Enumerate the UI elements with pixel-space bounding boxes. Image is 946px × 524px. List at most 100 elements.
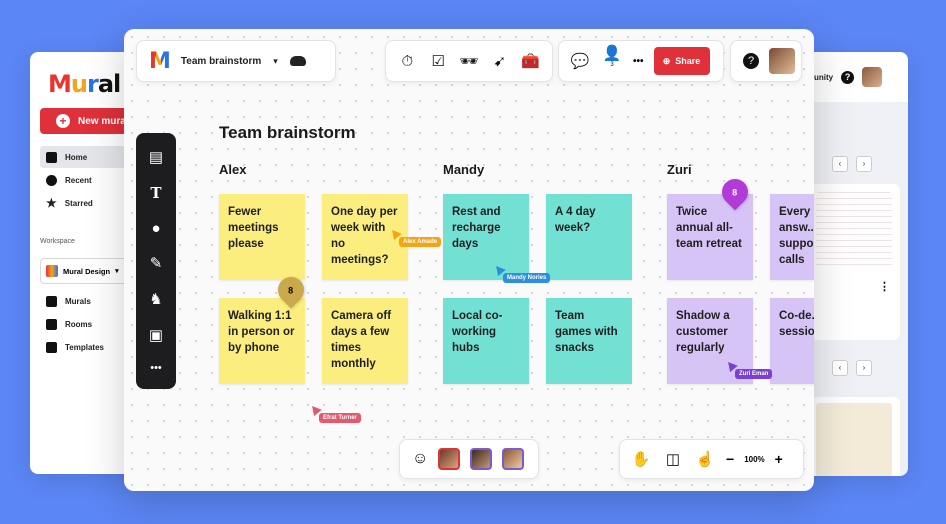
- sticky-note[interactable]: Camera off days a few times monthly: [322, 298, 408, 384]
- sticky-note[interactable]: Co-de... sessio...: [770, 298, 814, 384]
- workspace-select[interactable]: Mural Design ▾: [40, 258, 135, 284]
- sidebar-item-recent[interactable]: Recent: [40, 169, 138, 191]
- collaborator-cursor: Mandy Nories: [492, 262, 551, 283]
- sticky-note[interactable]: Twice annual all-team retreat: [667, 194, 753, 280]
- avatar[interactable]: [862, 67, 883, 87]
- column-header-zuri: Zuri: [667, 162, 692, 177]
- zoom-out-button[interactable]: −: [726, 451, 735, 467]
- board-title: Team brainstorm: [219, 123, 356, 142]
- sidebar-item-home[interactable]: Home: [40, 146, 138, 168]
- sidebar-item-label: Starred: [64, 198, 93, 208]
- vote-count: 8: [288, 285, 294, 296]
- avatar[interactable]: [438, 448, 461, 470]
- sidebar-item-label: Rooms: [65, 319, 93, 329]
- chevron-right-icon[interactable]: ›: [856, 156, 872, 172]
- emoji-icon[interactable]: ☺: [412, 450, 429, 467]
- workspace-label: Workspace: [40, 238, 75, 245]
- collaborator-cursor: Zuri Eman: [724, 358, 773, 379]
- community-label[interactable]: unity: [814, 72, 834, 82]
- sticky-note[interactable]: A 4 day week?: [546, 194, 632, 280]
- chevron-down-icon[interactable]: ▾: [273, 55, 278, 66]
- dashboard-window: Mural + New mural Home Recent ★Starred W…: [30, 52, 138, 474]
- chevron-down-icon: ▾: [115, 268, 119, 275]
- collaboration-bar: 💬 👤3 ••• ⊕ Share: [558, 40, 724, 82]
- sidebar-item-rooms[interactable]: Rooms: [40, 313, 138, 335]
- sidebar-item-murals[interactable]: Murals: [40, 290, 138, 312]
- column-header-alex: Alex: [219, 162, 247, 177]
- cloud-sync-icon[interactable]: [289, 56, 306, 66]
- sidebar-item-starred[interactable]: ★Starred: [40, 192, 138, 214]
- hand-icon[interactable]: ✋: [631, 451, 651, 468]
- map-icon[interactable]: ◫: [665, 451, 681, 468]
- image-icon[interactable]: ▣: [148, 327, 164, 345]
- new-mural-button[interactable]: + New mural: [40, 108, 138, 134]
- touch-icon[interactable]: ☝: [695, 451, 715, 468]
- workspace-nav: Murals Rooms Templates: [40, 290, 138, 359]
- mural-thumbnail: [816, 403, 892, 476]
- mural-logo[interactable]: M: [149, 48, 171, 74]
- sticky-note[interactable]: Local co-working hubs: [443, 298, 529, 384]
- avatar[interactable]: [502, 448, 525, 470]
- help-icon[interactable]: ?: [743, 53, 759, 69]
- collaborator-cursor: Alex Amade: [388, 226, 442, 247]
- toolbox-icon[interactable]: 🧰: [521, 53, 540, 70]
- more-icon[interactable]: •••: [150, 361, 162, 374]
- zoom-in-button[interactable]: +: [774, 451, 783, 467]
- new-mural-label: New mural: [78, 115, 129, 127]
- chevron-right-icon[interactable]: ›: [856, 360, 872, 376]
- facilitation-toolbar: ⏱ ☑ 🕶 ➹ 🧰: [385, 40, 553, 82]
- sidebar-item-templates[interactable]: Templates: [40, 336, 138, 358]
- mural-canvas-window: M Team brainstorm ▾ ⏱ ☑ 🕶 ➹ 🧰 💬 👤3 ••• ⊕…: [124, 29, 814, 491]
- help-icon[interactable]: ?: [841, 70, 855, 84]
- cursor-label: Alex Amade: [399, 237, 442, 247]
- text-icon[interactable]: T: [150, 183, 162, 202]
- share-button[interactable]: ⊕ Share: [653, 47, 710, 75]
- mural-card[interactable]: ⋮: [810, 184, 900, 340]
- sticky-note[interactable]: Fewer meetings please: [219, 194, 305, 280]
- workspace-name: Mural Design: [63, 266, 111, 276]
- workspace-logo-icon: [46, 265, 58, 277]
- column-header-mandy: Mandy: [443, 162, 485, 177]
- sticky-note[interactable]: Shadow a customer regularly: [667, 298, 753, 384]
- chat-icon[interactable]: 💬: [570, 53, 590, 70]
- mural-card[interactable]: [810, 397, 900, 476]
- timer-icon[interactable]: ⏱: [401, 52, 414, 70]
- cursor-label: Zuri Eman: [735, 369, 773, 379]
- sidebar-nav: Home Recent ★Starred: [40, 146, 138, 215]
- sticky-note[interactable]: Team games with snacks: [546, 298, 632, 384]
- shapes-icon[interactable]: ●: [151, 219, 161, 237]
- sidebar-item-label: Murals: [65, 296, 91, 306]
- home-icon: [46, 151, 57, 163]
- reactions-bar: ☺: [399, 439, 539, 479]
- murals-icon: [46, 295, 57, 307]
- zoom-level[interactable]: 100%: [744, 454, 765, 464]
- sticky-note-icon[interactable]: ▤: [148, 148, 164, 166]
- cursor-label: Mandy Nories: [503, 273, 551, 283]
- avatar[interactable]: [470, 448, 493, 470]
- sticky-note[interactable]: Walking 1:1 in person or by phone: [219, 298, 305, 384]
- sidebar-item-label: Recent: [65, 175, 92, 185]
- navigation-bar: ✋ ◫ ☝ − 100% +: [619, 439, 804, 479]
- more-vertical-icon[interactable]: ⋮: [879, 281, 890, 293]
- llama-icon[interactable]: ♞: [149, 291, 163, 309]
- rooms-icon: [46, 318, 57, 330]
- document-title[interactable]: Team brainstorm: [180, 55, 262, 67]
- cursor-icon[interactable]: ➹: [493, 53, 507, 70]
- avatar[interactable]: [769, 48, 795, 74]
- content-toolbar: ▤ T ● ✎ ♞ ▣ •••: [136, 133, 176, 389]
- sticky-note[interactable]: Rest and recharge days: [443, 194, 529, 280]
- private-mode-icon[interactable]: 🕶: [459, 53, 479, 70]
- chevron-left-icon[interactable]: ‹: [832, 360, 848, 376]
- sidebar-item-label: Templates: [65, 342, 104, 352]
- clock-icon: [46, 174, 57, 186]
- checkbox-icon[interactable]: ☑: [431, 53, 445, 70]
- participants-icon[interactable]: 👤3: [602, 44, 622, 68]
- pen-icon[interactable]: ✎: [149, 255, 163, 273]
- more-icon[interactable]: •••: [633, 55, 644, 67]
- carousel-controls: ‹ ›: [832, 156, 872, 172]
- collaborator-cursor: Efrat Turner: [308, 402, 361, 423]
- sticky-note[interactable]: One day per week with no meetings?: [322, 194, 408, 280]
- chevron-left-icon[interactable]: ‹: [832, 156, 848, 172]
- sticky-note[interactable]: Every answ... suppo... calls: [770, 194, 814, 280]
- carousel-controls: ‹ ›: [832, 360, 872, 376]
